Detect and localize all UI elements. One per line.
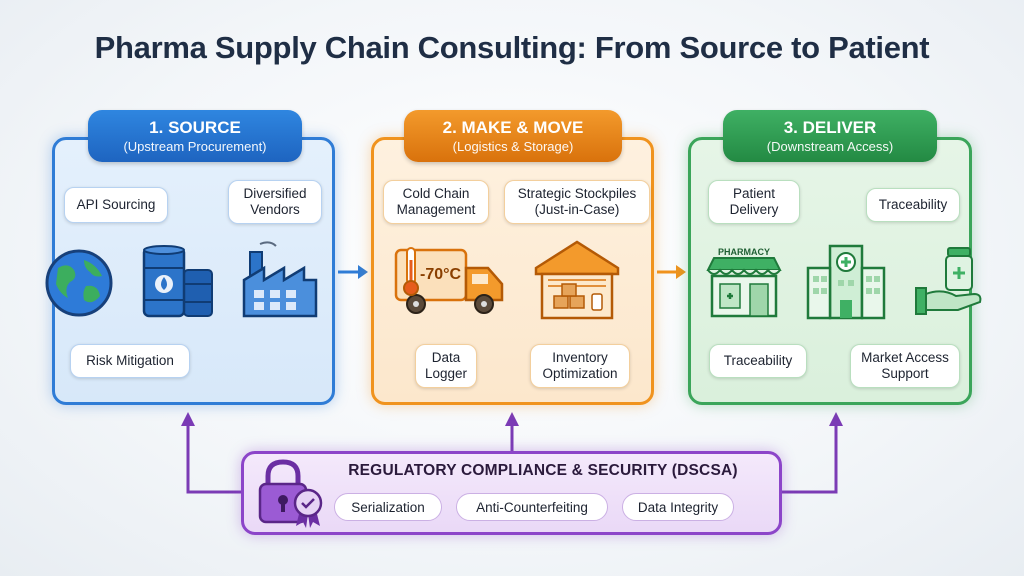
pharmacy-icon: PHARMACY [706, 244, 782, 318]
callout-strategic-stockpiles: Strategic Stockpiles (Just-in-Case) [504, 180, 650, 224]
deliver-subheading: (Downstream Access) [766, 139, 894, 154]
pill-anti-counterfeiting: Anti-Counterfeiting [456, 493, 608, 521]
arrow-head-make [676, 265, 686, 279]
source-heading: 1. SOURCE [149, 118, 241, 137]
callout-traceability-top: Traceability [866, 188, 960, 222]
callout-cold-chain-management: Cold Chain Management [383, 180, 489, 224]
pharmacy-sign: PHARMACY [717, 247, 770, 257]
reg-arrow-head-deliver [829, 412, 843, 426]
deliver-header: 3. DELIVER (Downstream Access) [723, 110, 937, 162]
hospital-icon [806, 244, 886, 320]
reg-arrow-deliver [782, 424, 838, 494]
factory-icon [242, 241, 318, 318]
oil-barrels-icon [142, 245, 213, 318]
deliver-heading: 3. DELIVER [783, 118, 877, 137]
callout-traceability-bottom: Traceability [709, 344, 807, 378]
reg-arrow-source [186, 424, 241, 494]
arrow-head-source [358, 265, 368, 279]
callout-data-logger: Data Logger [415, 344, 477, 388]
regulatory-title: REGULATORY COMPLIANCE & SECURITY (DSCSA) [348, 462, 738, 479]
make-move-subheading: (Logistics & Storage) [452, 139, 574, 154]
make-move-heading: 2. MAKE & MOVE [442, 118, 584, 137]
warehouse-icon [534, 240, 620, 320]
thermometer-icon [403, 247, 419, 296]
source-header: 1. SOURCE (Upstream Procurement) [88, 110, 302, 162]
reg-arrow-head-source [181, 412, 195, 426]
medicine-hand-icon [915, 247, 982, 315]
padlock-icon [258, 459, 308, 524]
pill-data-integrity: Data Integrity [622, 493, 734, 521]
reg-arrow-head-make [505, 412, 519, 426]
callout-market-access-support: Market Access Support [850, 344, 960, 388]
callout-risk-mitigation: Risk Mitigation [70, 344, 190, 378]
callout-diversified-vendors: Diversified Vendors [228, 180, 322, 224]
callout-patient-delivery: Patient Delivery [708, 180, 800, 224]
source-subheading: (Upstream Procurement) [123, 139, 267, 154]
callout-inventory-optimization: Inventory Optimization [530, 344, 630, 388]
pill-serialization: Serialization [334, 493, 442, 521]
globe-icon [45, 249, 113, 317]
callout-api-sourcing: API Sourcing [64, 187, 168, 223]
make-move-header: 2. MAKE & MOVE (Logistics & Storage) [404, 110, 622, 162]
certificate-badge-icon [293, 488, 323, 528]
temperature-readout: -70°C [420, 266, 462, 283]
page-title: Pharma Supply Chain Consulting: From Sou… [94, 30, 930, 65]
